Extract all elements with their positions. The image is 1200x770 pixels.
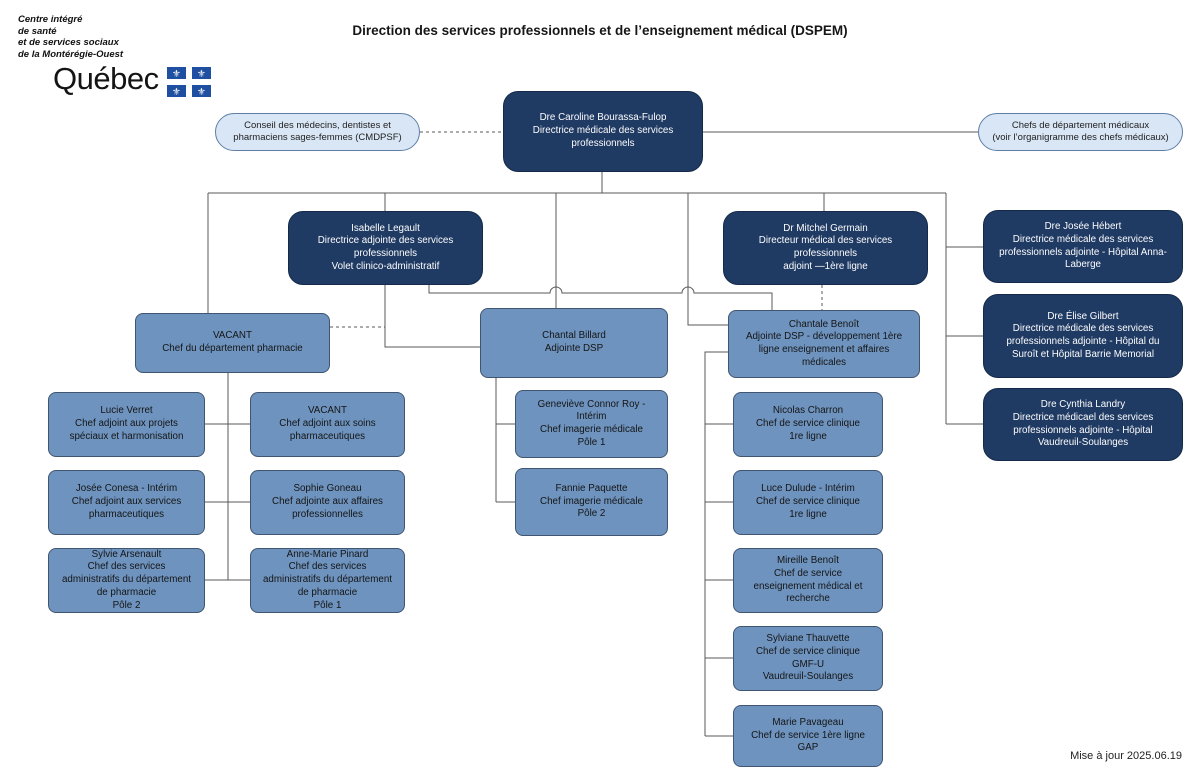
org-node-connor-roy: Geneviève Connor Roy - Intérim Chef imag… bbox=[515, 390, 668, 458]
org-node-thauvette: Sylviane Thauvette Chef de service clini… bbox=[733, 626, 883, 691]
org-node-arsenault: Sylvie Arsenault Chef des services admin… bbox=[48, 548, 205, 613]
org-node-benoit-chantale: Chantale Benoît Adjointe DSP - développe… bbox=[728, 310, 920, 378]
org-node-pavageau: Marie Pavageau Chef de service 1ère lign… bbox=[733, 705, 883, 767]
org-node-charron: Nicolas Charron Chef de service clinique… bbox=[733, 392, 883, 457]
org-node-gilbert: Dre Élise Gilbert Directrice médicale de… bbox=[983, 294, 1183, 378]
org-node-director: Dre Caroline Bourassa-Fulop Directrice m… bbox=[503, 91, 703, 172]
quebec-flag-icon: ⚜ ⚜ ⚜ ⚜ bbox=[166, 67, 211, 98]
org-node-dulude: Luce Dulude - Intérim Chef de service cl… bbox=[733, 470, 883, 535]
org-node-legault: Isabelle Legault Directrice adjointe des… bbox=[288, 211, 483, 285]
org-node-vacant-soins: VACANT Chef adjoint aux soins pharmaceut… bbox=[250, 392, 405, 457]
org-node-goneau: Sophie Goneau Chef adjointe aux affaires… bbox=[250, 470, 405, 535]
org-node-germain: Dr Mitchel Germain Directeur médical des… bbox=[723, 211, 928, 285]
org-node-landry: Dre Cynthia Landry Directrice médicael d… bbox=[983, 388, 1183, 461]
org-node-billard: Chantal Billard Adjointe DSP bbox=[480, 308, 668, 378]
quebec-wordmark: Québec bbox=[53, 61, 159, 97]
svg-text:⚜: ⚜ bbox=[197, 87, 206, 97]
last-updated-note: Mise à jour 2025.06.19 bbox=[1070, 750, 1182, 762]
org-node-hebert: Dre Josée Hébert Directrice médicale des… bbox=[983, 210, 1183, 283]
cisss-monteregie-ouest-logo: Centre intégré de santé et de services s… bbox=[18, 14, 211, 98]
org-node-conesa: Josée Conesa - Intérim Chef adjoint aux … bbox=[48, 470, 205, 535]
logo-org-name: Centre intégré de santé et de services s… bbox=[18, 14, 124, 60]
org-node-benoit-mireille: Mireille Benoît Chef de service enseigne… bbox=[733, 548, 883, 613]
org-node-pinard: Anne-Marie Pinard Chef des services admi… bbox=[250, 548, 405, 613]
org-node-verret: Lucie Verret Chef adjoint aux projets sp… bbox=[48, 392, 205, 457]
org-node-vacant-pharmacie: VACANT Chef du département pharmacie bbox=[135, 313, 330, 373]
page-title: Direction des services professionnels et… bbox=[352, 23, 848, 38]
org-node-chefs-departement: Chefs de département médicaux (voir l’or… bbox=[978, 113, 1183, 151]
org-node-cmdpsf: Conseil des médecins, dentistes et pharm… bbox=[215, 113, 420, 151]
svg-text:⚜: ⚜ bbox=[172, 69, 181, 80]
svg-text:⚜: ⚜ bbox=[172, 87, 181, 97]
svg-text:⚜: ⚜ bbox=[197, 69, 206, 80]
org-node-paquette: Fannie Paquette Chef imagerie médicale P… bbox=[515, 468, 668, 536]
